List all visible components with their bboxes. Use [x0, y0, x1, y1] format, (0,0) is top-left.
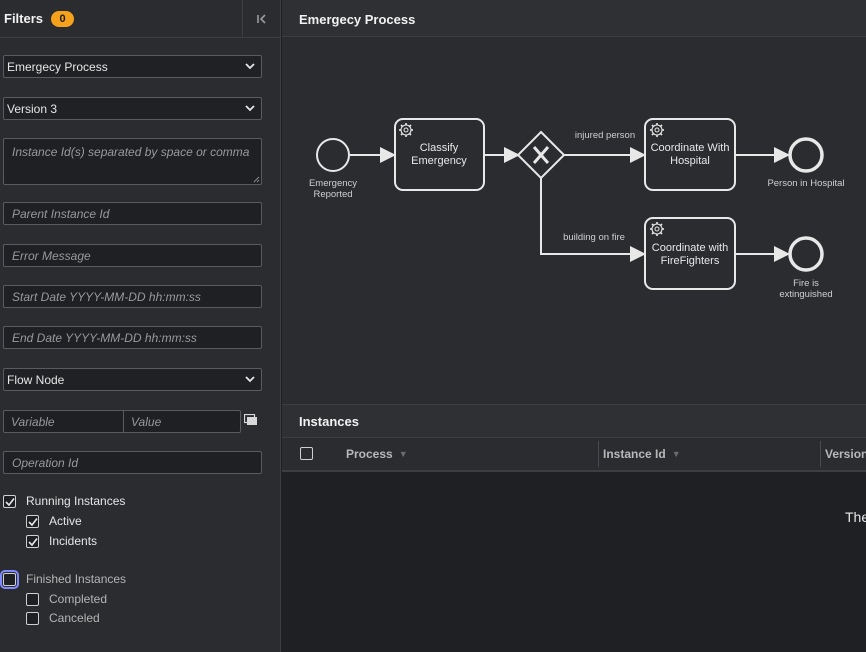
- variable-name-field[interactable]: Variable: [4, 411, 124, 432]
- version-select[interactable]: Version 3: [3, 97, 262, 120]
- parent-instance-id-placeholder: Parent Instance Id: [12, 206, 110, 221]
- start-date-field[interactable]: Start Date YYYY-MM-DD hh:mm:ss: [3, 285, 262, 308]
- process-select[interactable]: Emergecy Process: [3, 55, 262, 78]
- chevron-down-icon: [245, 376, 255, 383]
- task-fire-label-2: FireFighters: [661, 255, 720, 267]
- variable-filter: Variable Value: [3, 410, 241, 433]
- checkbox-unchecked[interactable]: [26, 592, 39, 606]
- end-event-hospital[interactable]: [788, 137, 824, 173]
- filters-count-badge: 0: [51, 11, 74, 27]
- diagram-panel: Emergecy Process: [282, 0, 866, 405]
- chevron-down-icon: [245, 63, 255, 70]
- instance-ids-field[interactable]: Instance Id(s) separated by space or com…: [3, 138, 262, 185]
- completed-checkbox[interactable]: Completed: [26, 592, 107, 606]
- task-coordinate-hospital[interactable]: [644, 118, 736, 191]
- sort-chevron-icon: ▼: [398, 449, 408, 459]
- version-select-value: Version 3: [7, 101, 58, 116]
- canceled-checkbox[interactable]: Canceled: [26, 611, 100, 625]
- column-separator[interactable]: [820, 441, 821, 467]
- running-instances-label: Running Instances: [26, 494, 126, 508]
- instances-title: Instances: [299, 414, 359, 429]
- checkbox-unchecked[interactable]: [0, 569, 19, 589]
- bpmn-diagram[interactable]: Emergency Reported Classify Emergency in…: [282, 0, 866, 405]
- diagram-header: Emergecy Process: [282, 0, 866, 37]
- task-classify-label-1: Classify: [420, 142, 459, 154]
- column-header-version[interactable]: Version: [825, 438, 866, 470]
- finished-instances-checkbox[interactable]: Finished Instances: [0, 569, 127, 589]
- end-date-placeholder: End Date YYYY-MM-DD hh:mm:ss: [12, 330, 197, 345]
- collapse-filters-button[interactable]: [242, 0, 280, 38]
- end-date-field[interactable]: End Date YYYY-MM-DD hh:mm:ss: [3, 326, 262, 349]
- diagram-title: Emergecy Process: [299, 12, 416, 27]
- exclusive-gateway-x-icon: [532, 146, 550, 164]
- completed-label: Completed: [49, 592, 108, 606]
- flow-label-injured: injured person: [575, 130, 635, 141]
- column-separator[interactable]: [598, 441, 599, 467]
- filters-panel: Filters 0 Emergecy Process Version 3 Ins…: [0, 0, 281, 652]
- operation-id-placeholder: Operation Id: [12, 455, 79, 470]
- instance-ids-placeholder: Instance Id(s) separated by space or com…: [12, 145, 250, 159]
- chevron-down-icon: [245, 105, 255, 112]
- select-all-checkbox[interactable]: [300, 447, 313, 460]
- empty-state-message: The: [845, 509, 866, 525]
- checkbox-checked[interactable]: [26, 514, 39, 528]
- active-label: Active: [49, 514, 82, 528]
- column-header-process[interactable]: Process ▼: [346, 438, 408, 470]
- multiple-variables-icon[interactable]: [244, 414, 258, 426]
- start-event-label-2: Reported: [313, 189, 352, 200]
- process-select-value: Emergecy Process: [7, 59, 108, 74]
- checkbox-checked[interactable]: [26, 534, 39, 548]
- column-process-label: Process: [346, 447, 393, 461]
- resize-handle-icon[interactable]: [253, 176, 260, 183]
- variable-value-field[interactable]: Value: [131, 414, 162, 429]
- checkbox-unchecked[interactable]: [26, 611, 39, 625]
- task-fire-label-1: Coordinate with: [652, 242, 728, 254]
- flow-node-select-value: Flow Node: [7, 372, 65, 387]
- running-instances-checkbox[interactable]: Running Instances: [3, 494, 125, 508]
- checkbox-checked[interactable]: [3, 494, 16, 508]
- sequence-flow: [540, 178, 646, 262]
- flow-node-select[interactable]: Flow Node: [3, 368, 262, 391]
- task-classify-emergency[interactable]: [394, 118, 485, 191]
- active-checkbox[interactable]: Active: [26, 514, 82, 528]
- filters-title: Filters: [4, 11, 44, 26]
- instances-table-header: Process ▼ Instance Id ▼ Version: [282, 438, 866, 472]
- end-event-fire[interactable]: [788, 236, 824, 272]
- error-message-field[interactable]: Error Message: [3, 244, 262, 267]
- instances-header: Instances: [282, 405, 866, 438]
- column-header-instance-id[interactable]: Instance Id ▼: [603, 438, 681, 470]
- incidents-checkbox[interactable]: Incidents: [26, 534, 97, 548]
- incidents-label: Incidents: [49, 534, 98, 548]
- operation-id-field[interactable]: Operation Id: [3, 451, 262, 474]
- sort-chevron-icon: ▼: [671, 449, 681, 459]
- canceled-label: Canceled: [49, 611, 100, 625]
- start-date-placeholder: Start Date YYYY-MM-DD hh:mm:ss: [12, 289, 201, 304]
- start-event[interactable]: [316, 138, 350, 172]
- finished-instances-label: Finished Instances: [26, 572, 127, 586]
- column-instance-id-label: Instance Id: [603, 447, 666, 461]
- task-coordinate-firefighters[interactable]: [644, 217, 736, 290]
- start-event-label-1: Emergency: [309, 178, 357, 189]
- task-hospital-label-1: Coordinate With: [651, 142, 730, 154]
- instances-panel: Instances Process ▼ Instance Id ▼ Versio…: [282, 405, 866, 652]
- task-classify-label-2: Emergency: [411, 155, 467, 167]
- end-event-fire-label-1: Fire is: [793, 278, 819, 289]
- flow-label-fire: building on fire: [563, 232, 625, 243]
- task-hospital-label-2: Hospital: [670, 155, 710, 167]
- collapse-left-icon: [257, 14, 266, 24]
- parent-instance-id-field[interactable]: Parent Instance Id: [3, 202, 262, 225]
- filters-header: Filters 0: [0, 0, 280, 38]
- end-event-fire-label-2: extinguished: [779, 289, 832, 300]
- end-event-hospital-label: Person in Hospital: [767, 178, 844, 189]
- error-message-placeholder: Error Message: [12, 248, 91, 263]
- column-version-label: Version: [825, 447, 866, 461]
